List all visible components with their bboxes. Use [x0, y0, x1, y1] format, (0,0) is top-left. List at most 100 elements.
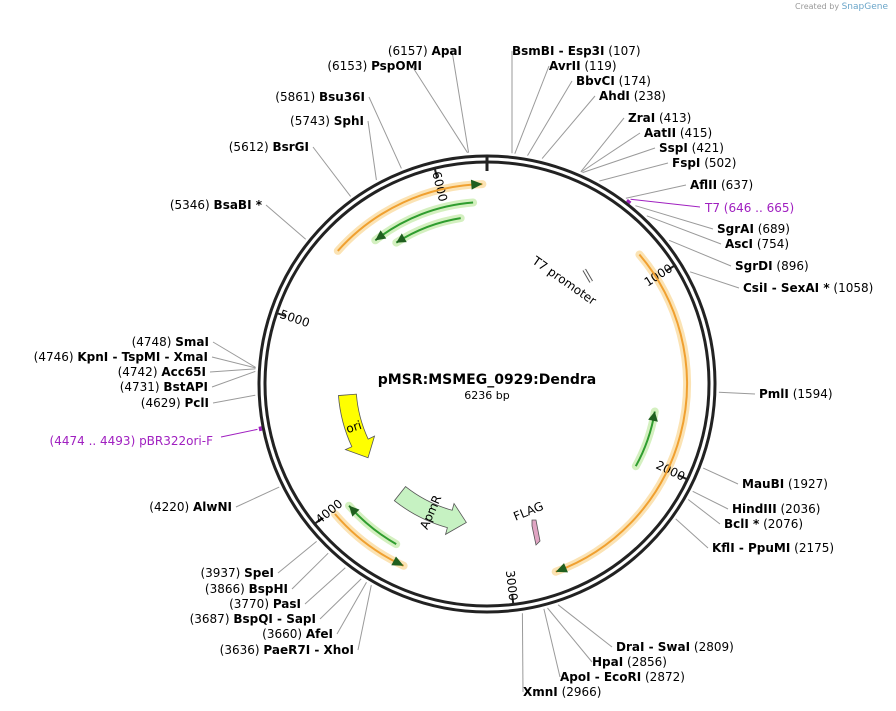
tick-mark	[314, 516, 324, 525]
site-position: (1058)	[830, 281, 874, 295]
leader-line	[336, 582, 367, 635]
site-position: (4629)	[141, 396, 185, 410]
site-smai[interactable]: (4748) SmaI	[132, 335, 209, 349]
site-position: (1594)	[789, 387, 833, 401]
site-bsrgi[interactable]: (5612) BsrGI	[229, 140, 309, 154]
site-drai[interactable]: DraI - SwaI (2809)	[616, 640, 734, 654]
site-position: (2872)	[641, 670, 685, 684]
enzyme-name: BsmBI - Esp3I	[512, 44, 604, 58]
enzyme-name: DraI - SwaI	[616, 640, 690, 654]
site-hpai[interactable]: HpaI (2856)	[592, 655, 667, 669]
leader-line	[212, 341, 256, 368]
site-pasi[interactable]: (3770) PasI	[229, 597, 301, 611]
orf-arrowhead	[348, 505, 360, 517]
leader-line	[312, 146, 351, 197]
enzyme-name: AhdI	[599, 89, 630, 103]
site-position: (3866)	[205, 582, 249, 596]
leader-line	[599, 162, 669, 182]
site-bstapi[interactable]: (4731) BstAPI	[120, 380, 208, 394]
leader-line	[675, 518, 709, 549]
leader-line	[367, 120, 377, 181]
snapgene-logo: SnapGene	[841, 2, 888, 12]
site-position: (2036)	[777, 502, 821, 516]
site-kfli[interactable]: KflI - PpuMI (2175)	[712, 541, 834, 555]
site-position: (896)	[773, 259, 809, 273]
site-bbvci[interactable]: BbvCI (174)	[576, 74, 651, 88]
enzyme-name: PmlI	[759, 387, 789, 401]
primer-pbr322ori-f[interactable]: (4474 .. 4493) pBR322ori-F	[50, 434, 214, 448]
site-sphi[interactable]: (5743) SphI	[290, 114, 364, 128]
ori-feature[interactable]	[338, 393, 376, 459]
enzyme-name: FspI	[672, 156, 700, 170]
enzyme-name: SphI	[334, 114, 364, 128]
site-bsphi[interactable]: (3866) BspHI	[205, 582, 288, 596]
site-ahdi[interactable]: AhdI (238)	[599, 89, 666, 103]
t7-primer-mark	[626, 199, 632, 205]
site-aflii[interactable]: AflII (637)	[690, 178, 753, 192]
site-position: (421)	[688, 141, 724, 155]
leader-line	[211, 370, 256, 388]
primer-t7[interactable]: T7 (646 .. 665)	[704, 201, 794, 215]
leader-line	[211, 356, 256, 369]
leader-line	[368, 96, 402, 169]
enzyme-name: Acc65I	[161, 365, 206, 379]
site-hindiii[interactable]: HindIII (2036)	[732, 502, 820, 516]
site-position: (4731)	[120, 380, 164, 394]
enzyme-name: HindIII	[732, 502, 777, 516]
site-fspi[interactable]: FspI (502)	[672, 156, 737, 170]
site-bsu36i[interactable]: (5861) Bsu36I	[275, 90, 365, 104]
enzyme-name: KflI - PpuMI	[712, 541, 790, 555]
site-asci[interactable]: AscI (754)	[725, 237, 789, 251]
site-bcli[interactable]: BclI * (2076)	[724, 517, 803, 531]
enzyme-name: PasI	[273, 597, 301, 611]
site-position: (4220)	[149, 500, 193, 514]
site-spei[interactable]: (3937) SpeI	[200, 566, 274, 580]
site-labels[interactable]: (6157) ApaI(6153) PspOMI (5861) Bsu36I (57…	[34, 44, 874, 699]
site-pcli[interactable]: (4629) PclI	[141, 396, 209, 410]
tick-mark	[433, 168, 439, 179]
site-zrai[interactable]: ZraI (413)	[628, 111, 691, 125]
site-pmli[interactable]: PmlI (1594)	[759, 387, 833, 401]
site-bsmbi[interactable]: BsmBI - Esp3I (107)	[512, 44, 641, 58]
site-apoi[interactable]: ApoI - EcoRI (2872)	[560, 670, 685, 684]
site-kpni[interactable]: (4746) KpnI - TspMI - XmaI	[34, 350, 208, 364]
enzyme-name: SspI	[659, 141, 688, 155]
site-avrii[interactable]: AvrII (119)	[549, 59, 617, 73]
leader-line	[319, 578, 362, 620]
orf-arrowhead	[470, 179, 483, 190]
site-sspi[interactable]: SspI (421)	[659, 141, 724, 155]
site-maubi[interactable]: MauBI (1927)	[742, 477, 828, 491]
site-bsabi[interactable]: (5346) BsaBI *	[170, 198, 263, 212]
site-aatii[interactable]: AatII (415)	[644, 126, 712, 140]
site-position: (5743)	[290, 114, 334, 128]
enzyme-name: BsaBI *	[214, 198, 263, 212]
enzyme-name: BstAPI	[163, 380, 208, 394]
site-position: (502)	[700, 156, 736, 170]
site-position: (2966)	[558, 685, 602, 699]
tick-mark	[665, 264, 676, 272]
site-xmni[interactable]: XmnI (2966)	[523, 685, 601, 699]
tick-mark	[276, 312, 287, 318]
site-position: (689)	[754, 222, 790, 236]
site-sgrai[interactable]: SgrAI (689)	[717, 222, 790, 236]
leader-line	[718, 391, 756, 395]
enzyme-name: ZraI	[628, 111, 655, 125]
enzyme-name: Bsu36I	[319, 90, 365, 104]
site-position: (1927)	[784, 477, 828, 491]
site-bspqi[interactable]: (3687) BspQI - SapI	[190, 612, 316, 626]
site-afei[interactable]: (3660) AfeI	[262, 627, 333, 641]
enzyme-name: AatII	[644, 126, 676, 140]
site-csii[interactable]: CsiI - SexAI * (1058)	[743, 281, 873, 295]
enzyme-name: AflII	[690, 178, 717, 192]
site-pspomi[interactable]: (6153) PspOMI	[327, 59, 422, 73]
orf-arrows	[334, 179, 688, 573]
site-paer7i[interactable]: (3636) PaeR7I - XhoI	[220, 643, 354, 657]
site-apai[interactable]: (6157) ApaI	[388, 44, 462, 58]
site-sgrdi[interactable]: SgrDI (896)	[735, 259, 809, 273]
enzyme-name: AfeI	[306, 627, 333, 641]
site-acc65i[interactable]: (4742) Acc65I	[118, 365, 206, 379]
apmr-feature[interactable]	[393, 486, 467, 536]
flag-feature[interactable]	[531, 519, 541, 546]
site-alwni[interactable]: (4220) AlwNI	[149, 500, 232, 514]
